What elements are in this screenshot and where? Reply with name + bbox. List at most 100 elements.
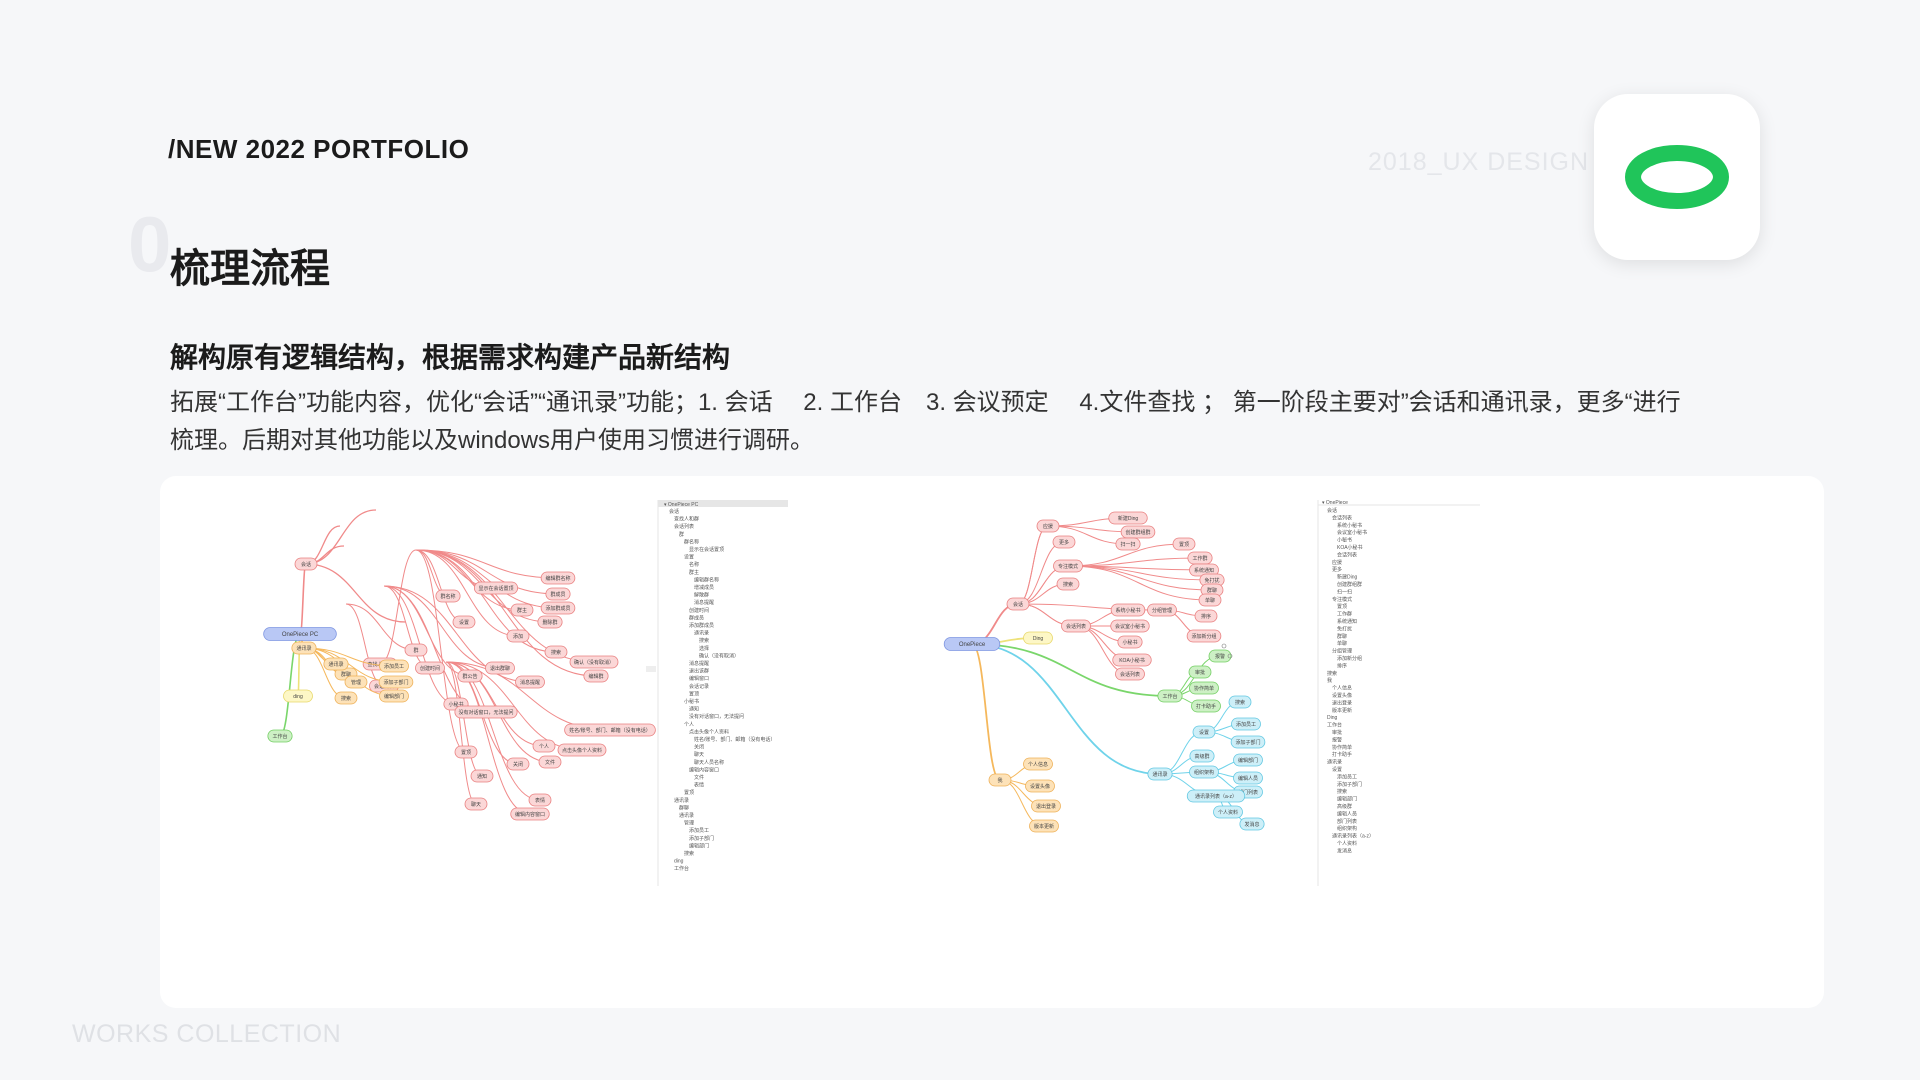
map-node-red: 免打扰 <box>1199 573 1225 587</box>
new-tree-item: 设置 <box>1332 766 1342 773</box>
watermark-text: 2018_UX DESIGN <box>1368 148 1590 176</box>
svg-text:小秘书: 小秘书 <box>448 701 463 708</box>
map-node-green: 打卡助手 <box>1191 699 1221 713</box>
map-node-red: 消息提醒 <box>515 675 545 689</box>
map-node-red: 群成员 <box>545 587 571 601</box>
svg-text:创建时间: 创建时间 <box>420 665 440 672</box>
svg-text:添加: 添加 <box>513 633 523 640</box>
old-tree-item: 群 <box>679 531 684 538</box>
new-tree-item: 发消息 <box>1337 847 1352 854</box>
old-tree-item: 创建时间 <box>689 607 709 614</box>
map-connector <box>383 585 531 683</box>
map-node-red: KOA小秘书 <box>1112 653 1152 667</box>
new-tree-item: 更多 <box>1332 566 1342 573</box>
map-node-orange: 添加子部门 <box>378 675 414 689</box>
svg-text:表情: 表情 <box>535 797 545 804</box>
svg-text:通讯录: 通讯录 <box>328 661 343 668</box>
map-node-orange: 添加员工 <box>379 659 409 673</box>
svg-text:专注模式: 专注模式 <box>1058 563 1078 570</box>
svg-text:会议室小秘书: 会议室小秘书 <box>1115 623 1145 630</box>
svg-text:分组管理: 分组管理 <box>1152 607 1172 614</box>
old-tree-item: 通讯录 <box>674 797 689 804</box>
svg-text:工作群: 工作群 <box>1192 555 1207 562</box>
mindmap-canvas: 群会话列表置顶查找人或群群名称显示在会话置顶设置群主编辑群名称群成员添加群成员删… <box>263 500 1480 886</box>
old-tree-item: 查找人和群 <box>674 516 699 523</box>
new-tree-item: 版本更新 <box>1332 707 1352 714</box>
new-tree-item: 应援 <box>1332 559 1342 566</box>
svg-text:通讯录: 通讯录 <box>1152 771 1167 778</box>
section-subtitle: 解构原有逻辑结构，根据需求构建产品新结构 <box>170 342 731 373</box>
map-node-red: 编辑内容窗口 <box>510 807 550 821</box>
map-connector <box>415 549 519 637</box>
svg-text:文件: 文件 <box>545 759 555 766</box>
new-tree-item: 置顶 <box>1337 604 1347 610</box>
old-tree-item: 搜索 <box>699 637 709 644</box>
old-tree-item: 点击头像个人资料 <box>689 728 729 735</box>
map-node-red: 聊天 <box>464 797 488 811</box>
svg-text:系统通知: 系统通知 <box>1194 567 1214 574</box>
old-tree-item: 选择 <box>699 645 709 652</box>
svg-text:部门列表: 部门列表 <box>1238 789 1258 796</box>
svg-text:聊天: 聊天 <box>471 801 481 808</box>
map-node-red: 编辑群 <box>583 669 609 683</box>
svg-text:打卡助手: 打卡助手 <box>1196 703 1216 710</box>
new-tree-item: 会话列表 <box>1337 551 1357 558</box>
svg-text:搜索: 搜索 <box>1063 581 1073 588</box>
old-tree-item: 搜索 <box>684 850 694 857</box>
old-tree-item: 会话 <box>669 508 679 515</box>
svg-text:ding: ding <box>293 694 303 700</box>
map-node-red: 确认（没有取消） <box>569 655 619 669</box>
map-connector <box>445 661 541 801</box>
svg-text:没有对话窗口，无法提问: 没有对话窗口，无法提问 <box>458 709 513 716</box>
map-connector <box>971 643 1001 781</box>
new-tree-item: 工作台 <box>1327 722 1342 729</box>
drag-handle-icon[interactable] <box>1227 653 1233 659</box>
description-line-2: 梳理。后期对其他功能以及windows用户使用习惯进行调研。 <box>170 427 815 454</box>
splitter-handle[interactable] <box>646 666 656 672</box>
svg-text:新建Ding: 新建Ding <box>1118 515 1139 522</box>
map-node-red: 通知 <box>470 769 494 783</box>
old-tree-item: 退出该群 <box>689 668 709 675</box>
map-node-red: 群 <box>404 643 428 657</box>
old-map-root: OnePiece PC <box>263 627 337 641</box>
svg-text:审批: 审批 <box>1195 669 1205 676</box>
old-branch-contacts: 通讯录 <box>291 641 317 655</box>
old-tree-item: 消息提醒 <box>694 599 714 606</box>
svg-text:群聊: 群聊 <box>1207 587 1217 594</box>
new-tree-item: 搜索 <box>1337 788 1347 795</box>
svg-text:编辑群名称: 编辑群名称 <box>545 575 570 582</box>
svg-text:编辑部门: 编辑部门 <box>384 693 404 700</box>
map-node-red: 文件 <box>538 755 562 769</box>
map-connector <box>305 509 377 565</box>
map-node-red: 创建群组群 <box>1120 525 1156 539</box>
svg-text:Ding: Ding <box>1033 636 1044 642</box>
svg-text:个人: 个人 <box>539 744 549 750</box>
section-number: 0 <box>128 200 172 288</box>
map-node-cyan: 个人资料 <box>1213 805 1243 819</box>
new-tree-item: 添加员工 <box>1337 773 1357 780</box>
map-node-red: 没有对话窗口，无法提问 <box>454 705 518 719</box>
portfolio-title: /NEW 2022 PORTFOLIO <box>168 134 470 164</box>
map-node-orange: 退出登录 <box>1031 799 1061 813</box>
svg-text:我: 我 <box>997 777 1002 784</box>
map-node-red: 小秘书 <box>1117 635 1143 649</box>
svg-text:编辑部门: 编辑部门 <box>1238 757 1258 764</box>
map-node-red: 添加 <box>506 629 530 643</box>
svg-text:排序: 排序 <box>1201 613 1211 620</box>
section-description: 拓展“工作台”功能内容，优化“会话”“通讯录”功能；1. 会话 2. 工作台 3… <box>170 384 1730 460</box>
map-connector <box>1075 625 1131 675</box>
old-tree-item: 确认（没有取消） <box>699 652 739 659</box>
svg-text:会话列表: 会话列表 <box>1120 671 1140 678</box>
old-tree-item: 编辑内容窗口 <box>689 766 719 773</box>
svg-text:OnePiece PC: OnePiece PC <box>282 632 319 638</box>
drag-handle-icon[interactable] <box>1221 643 1227 649</box>
new-tree-item: 个人信息 <box>1332 685 1352 692</box>
description-line-1: 拓展“工作台”功能内容，优化“会话”“通讯录”功能；1. 会话 2. 工作台 3… <box>170 389 1681 416</box>
map-connector <box>971 643 1161 775</box>
old-tree-item: 群聊 <box>679 804 689 811</box>
map-node-red: 新建Ding <box>1108 511 1148 525</box>
map-node-red: 会话列表 <box>1061 619 1091 633</box>
new-tree-item: 群聊 <box>1337 633 1347 640</box>
svg-text:个人信息: 个人信息 <box>1028 761 1048 768</box>
new-tree-item: 通讯录列表（a-z） <box>1332 833 1374 840</box>
